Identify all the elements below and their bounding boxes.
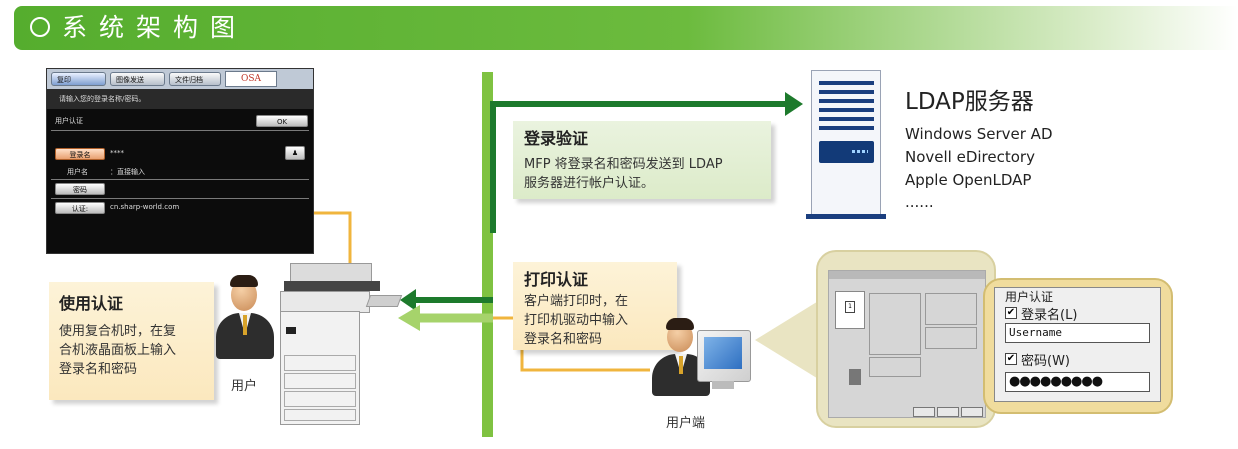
lcd-password-button[interactable]: 密码 <box>55 183 105 195</box>
ldap-arrow-head <box>785 92 803 116</box>
print-auth-line2: 打印机驱动中输入 <box>524 313 629 328</box>
lcd-divider <box>51 130 309 131</box>
lcd-user-name-label: 用户名 <box>67 168 88 176</box>
lcd-auth-button[interactable]: 认证: <box>55 202 105 214</box>
print-arrow-head <box>398 305 420 331</box>
ldap-server-item: Novell eDirectory <box>905 148 1035 166</box>
use-auth-box <box>49 282 214 400</box>
lcd-divider <box>51 179 309 180</box>
bubble-tail <box>755 300 820 380</box>
login-label: 登录名(L) <box>1021 308 1078 323</box>
password-value: ●●●●●●●●● <box>1009 374 1103 389</box>
lcd-user-name-value: ：直接输入 <box>110 168 145 176</box>
password-label: 密码(W) <box>1021 354 1070 369</box>
mfp-lcd-panel: 复印 图像发送 文件归档 OSA 请输入您的登录名称/密码。 用户认证 OK 登… <box>46 68 314 254</box>
tab-copy[interactable]: 复印 <box>51 72 106 86</box>
password-checkbox[interactable]: ✔ <box>1005 353 1017 365</box>
ldap-auth-box <box>513 121 771 199</box>
mfp-printer-icon <box>270 255 403 425</box>
client-person-icon <box>648 318 714 398</box>
lcd-message-text: 请输入您的登录名称/密码。 <box>59 95 146 103</box>
password-field[interactable]: ●●●●●●●●● <box>1005 372 1150 392</box>
tab-doc-filing[interactable]: 文件归档 <box>169 72 221 86</box>
ldap-auth-line1: MFP 将登录名和密码发送到 LDAP <box>524 157 723 172</box>
page-title: 系统架构图 <box>62 13 248 42</box>
username-field[interactable]: Username <box>1005 323 1150 343</box>
lcd-divider <box>51 198 309 199</box>
lcd-dialog-title: 用户认证 <box>55 117 83 125</box>
osa-logo: OSA <box>225 71 277 87</box>
ldap-auth-line2: 服务器进行帐户认证。 <box>524 176 655 191</box>
tab-image-send[interactable]: 图像发送 <box>110 72 165 86</box>
user-label: 用户 <box>231 379 258 394</box>
lcd-login-name-value: **** <box>110 149 124 157</box>
lcd-message: 请输入您的登录名称/密码。 <box>47 89 313 109</box>
ldap-arrow-line <box>490 101 785 233</box>
server-base <box>806 214 886 219</box>
ldap-server-item: Windows Server AD <box>905 125 1053 143</box>
lcd-ok-button[interactable]: OK <box>256 115 308 127</box>
monitor-icon <box>697 330 751 382</box>
user-person-icon <box>212 275 278 365</box>
ldap-auth-title: 登录验证 <box>524 129 589 148</box>
mfp-arrow-head <box>400 289 416 311</box>
print-auth-title: 打印认证 <box>524 270 589 289</box>
section-header <box>14 6 1238 50</box>
network-bar <box>482 72 493 437</box>
ldap-server-item: Apple OpenLDAP <box>905 171 1032 189</box>
print-auth-line3: 登录名和密码 <box>524 332 603 347</box>
print-auth-line1: 客户端打印时，在 <box>524 294 629 309</box>
use-auth-line1: 使用复合机时，在复 <box>59 324 177 339</box>
ldap-server-icon <box>811 70 881 216</box>
print-auth-box <box>513 262 677 350</box>
use-auth-line2: 合机液晶面板上输入 <box>59 343 177 358</box>
use-auth-title: 使用认证 <box>59 294 124 313</box>
client-label: 用户端 <box>666 416 706 431</box>
credential-title: 用户认证 <box>1003 288 1056 305</box>
monitor-stand <box>712 381 734 389</box>
login-checkbox[interactable]: ✔ <box>1005 307 1017 319</box>
use-auth-line3: 登录名和密码 <box>59 362 138 377</box>
ldap-server-item: ...... <box>905 193 934 211</box>
user-list-icon[interactable]: ♟ <box>285 146 305 160</box>
driver-dialog-screenshot: 1 <box>828 270 986 418</box>
lcd-auth-value: cn.sharp-world.com <box>110 203 180 211</box>
lcd-login-name-button[interactable]: 登录名 <box>55 148 105 160</box>
circle-icon <box>30 17 50 37</box>
ldap-server-title: LDAP服务器 <box>905 89 1034 115</box>
username-value: Username <box>1009 326 1062 339</box>
